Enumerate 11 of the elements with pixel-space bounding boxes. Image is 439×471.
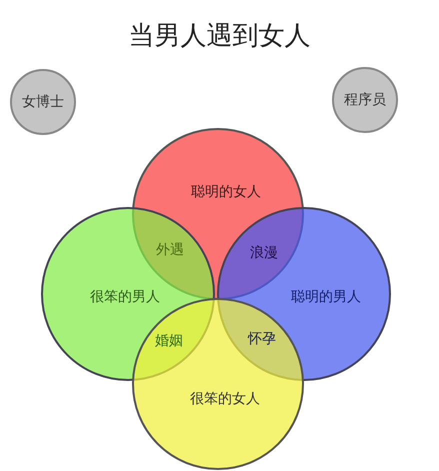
circle-label: 程序员 <box>344 91 386 109</box>
diagram-title: 当男人遇到女人 <box>128 20 310 53</box>
overlap-label: 怀孕 <box>248 330 276 348</box>
circle-label: 聪明的男人 <box>291 288 361 306</box>
circle-label: 很笨的男人 <box>90 288 160 306</box>
circle-label: 很笨的女人 <box>190 390 260 408</box>
circle-label: 聪明的女人 <box>191 183 261 201</box>
circle-label: 女博士 <box>22 93 64 111</box>
overlap-label: 浪漫 <box>250 244 278 262</box>
overlap-label: 外遇 <box>156 241 184 259</box>
overlap-label: 婚姻 <box>155 332 183 350</box>
